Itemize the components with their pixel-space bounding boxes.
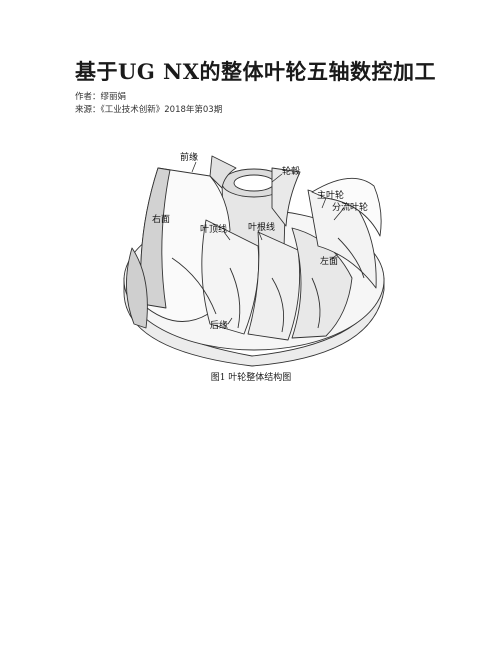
- hub-ring-inner: [233, 174, 275, 192]
- label-front-edge: 前缘: [180, 151, 198, 163]
- figure-caption: 图1 叶轮整体结构图: [210, 373, 292, 383]
- label-rear-edge: 后缘: [210, 319, 228, 331]
- blade-front-shade: [140, 167, 171, 309]
- source-line: 来源：《工业技术创新》2018年第03期: [75, 105, 223, 115]
- label-right-face: 右面: [152, 213, 170, 225]
- label-main-blade: 主叶轮: [317, 189, 344, 201]
- label-hub: 轮毂: [282, 165, 300, 177]
- label-splitter-blade: 分流叶轮: [332, 201, 368, 213]
- blade-back-2: [209, 155, 237, 189]
- impeller-figure: 前缘 轮毂 主叶轮 分流叶轮 右面 叶顶线 叶根线 左面 后缘: [123, 151, 385, 367]
- document-title: 基于UG NX的整体叶轮五轴数控加工: [75, 59, 437, 84]
- blade-back: [271, 167, 301, 227]
- author-line: 作者：缪丽娟: [75, 92, 127, 102]
- blade-right-splitter: [307, 189, 377, 289]
- label-blade-tip: 叶顶线: [200, 223, 227, 235]
- label-blade-root: 叶根线: [248, 221, 275, 233]
- blade-right-2: [311, 177, 382, 237]
- blade-tip-2: [247, 231, 301, 341]
- label-left-face: 左面: [320, 255, 338, 267]
- blade-left-1: [126, 247, 148, 329]
